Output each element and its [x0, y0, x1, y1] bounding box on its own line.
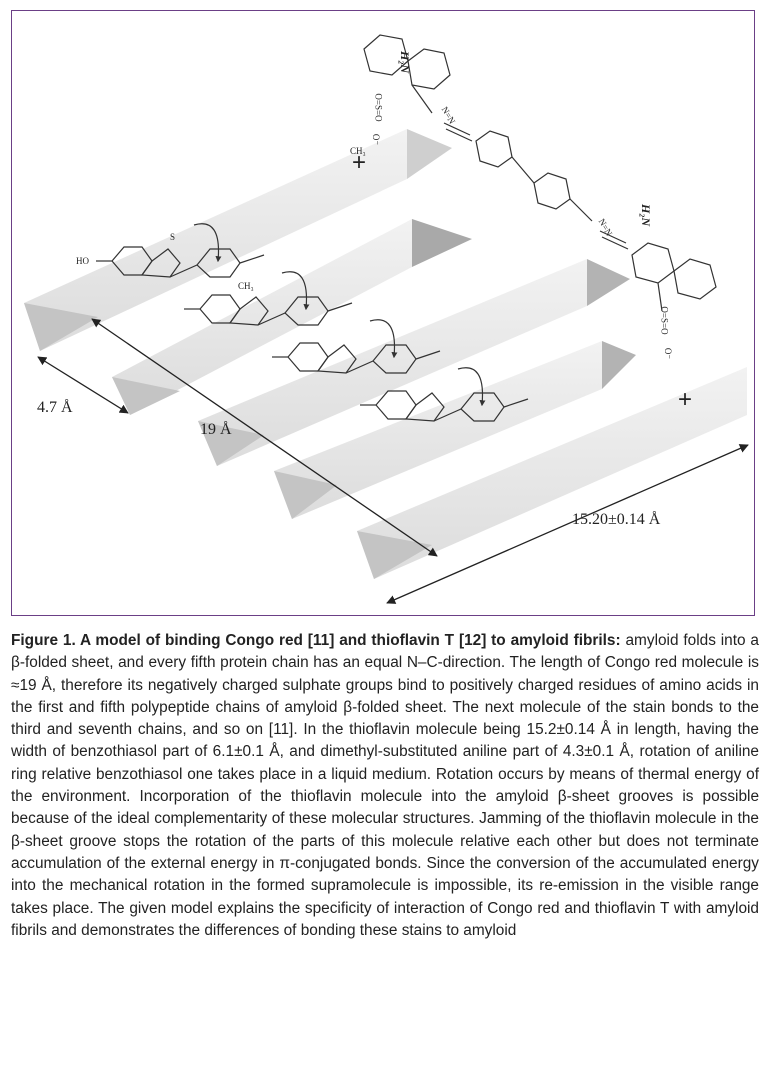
oxygen-minus-bottom: O⁻ [663, 347, 674, 360]
congo-length-label: 19 Å [200, 421, 232, 438]
amine-bottom: H₂N [639, 204, 653, 227]
spacing-label: 4.7 Å [37, 399, 73, 416]
positive-charge-bottom: + [678, 386, 693, 413]
beta-strand-1 [24, 129, 452, 351]
caption-title: Figure 1. A model of binding Congo red [… [11, 632, 621, 649]
positive-charge-top: + [352, 149, 367, 176]
thioflavin-methyl: CH₃ [238, 281, 254, 291]
thioflavin-n-methyl: CH₃ [350, 146, 366, 156]
caption-body: amyloid folds into a β-folded sheet, and… [11, 632, 759, 939]
thioflavin-sulfur: S [170, 232, 176, 242]
amine-top: H₂N [398, 51, 412, 74]
oxygen-minus-top: O⁻ [371, 133, 382, 146]
sulfonate-top: O=S=O [373, 93, 384, 122]
amyloid-binding-diagram [24, 34, 749, 604]
figure-frame: 4.7 Å 19 Å 15.20±0.14 Å + + H₂N H₂N N=N … [11, 10, 755, 616]
congo-red-molecule [363, 34, 717, 312]
thioflavin-length-label: 15.20±0.14 Å [572, 511, 661, 528]
thioflavin-molecule-1 [96, 223, 265, 278]
thioflavin-length-arrow [386, 444, 749, 604]
sulfonate-bottom: O=S=O [659, 306, 670, 335]
figure-caption: Figure 1. A model of binding Congo red [… [11, 630, 759, 942]
thioflavin-hydroxyl: HO [76, 256, 89, 266]
congo-length-arrow [91, 318, 438, 557]
